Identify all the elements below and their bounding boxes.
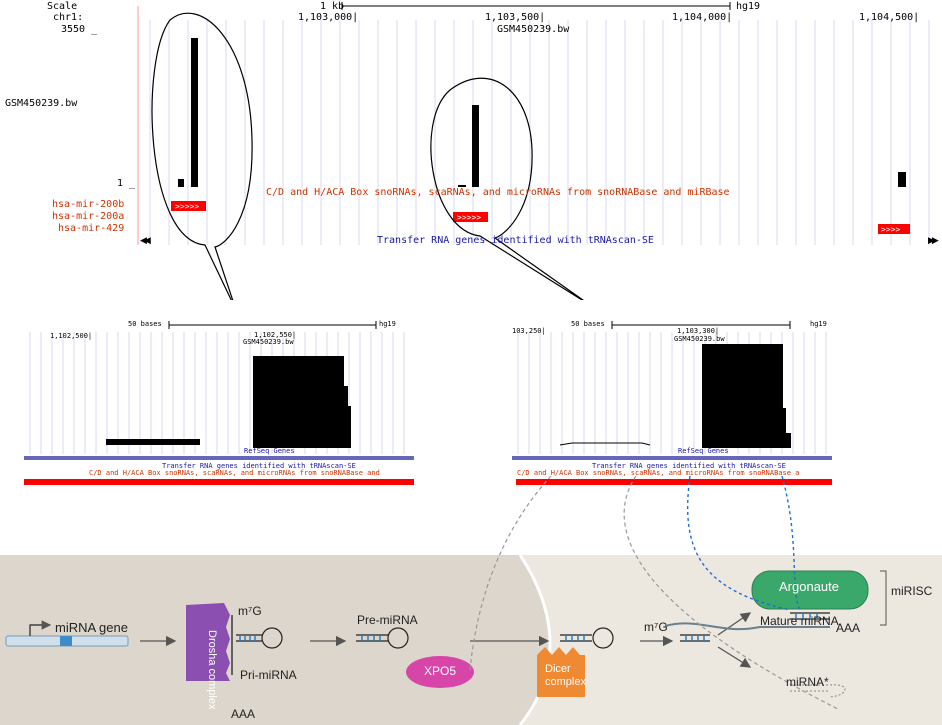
zoom-left-position: 1,102,550| bbox=[254, 331, 297, 339]
gene-glyph-mir-200a bbox=[453, 212, 488, 222]
zoom-left-scalebar: 50 bases bbox=[128, 320, 162, 328]
drosha-complex-label: Drosha complex bbox=[206, 630, 218, 710]
y-axis-max: 3550 _ bbox=[61, 24, 98, 35]
mirna-star-label: miRNA* bbox=[786, 675, 829, 689]
zoom-right-scalebar: 50 bases bbox=[571, 320, 605, 328]
pri-mirna-label: Pri-miRNA bbox=[240, 668, 297, 682]
nucleus-region bbox=[0, 555, 550, 725]
zoom-left-panel bbox=[24, 321, 414, 485]
dicer-complex-label: Dicer complex bbox=[545, 663, 586, 688]
nav-left-icon[interactable]: ◀◀ bbox=[140, 235, 151, 245]
gene-label-mir-200b[interactable]: hsa-mir-200b bbox=[52, 199, 125, 210]
svg-text:>>>>>: >>>>> bbox=[457, 213, 481, 222]
mirna-gene-label: miRNA gene bbox=[55, 620, 128, 635]
mirna-pathway-diagram bbox=[0, 555, 942, 725]
signal-bar bbox=[898, 172, 906, 187]
aaa-label: AAA bbox=[231, 707, 256, 721]
drosha-complex-shape bbox=[186, 603, 230, 681]
argonaute-shape bbox=[751, 570, 869, 610]
zoom-right-gene-desc: C/D and H/ACA Box snoRNAs, scaRNAs, and … bbox=[517, 469, 800, 477]
m7g-label: m⁷G bbox=[238, 604, 262, 618]
zoom-left-position: 1,102,500| bbox=[50, 332, 93, 340]
signal-bar bbox=[191, 38, 198, 187]
argonaute-label: Argonaute bbox=[779, 579, 839, 594]
track-title: GSM450239.bw bbox=[497, 24, 570, 35]
signal-line bbox=[559, 442, 651, 446]
zoom-right-panel bbox=[512, 321, 832, 485]
svg-text:>>>>: >>>> bbox=[881, 225, 900, 234]
zoom-left-gene-desc: C/D and H/ACA Box snoRNAs, scaRNAs, and … bbox=[89, 469, 380, 477]
main-browser-track: >>>>> >>>>> >>>> bbox=[137, 2, 930, 300]
position-label: 1,104,000| bbox=[672, 12, 733, 23]
nav-right-icon[interactable]: ▶▶ bbox=[928, 235, 939, 245]
signal-bar bbox=[458, 185, 466, 187]
xpo5-shape bbox=[406, 656, 474, 688]
position-label: 1,104,500| bbox=[859, 12, 920, 23]
m7g-label-2: m⁷G bbox=[644, 620, 668, 634]
signal-bar bbox=[106, 439, 200, 445]
connector-lines bbox=[469, 475, 841, 711]
gene-label-mir-429[interactable]: hsa-mir-429 bbox=[58, 223, 125, 234]
signal-bar bbox=[472, 105, 479, 187]
main-grid bbox=[149, 20, 930, 245]
mature-mirna-label: Mature miRNA bbox=[760, 614, 839, 628]
chrom-label: chr1: bbox=[53, 12, 84, 23]
trna-track-label: Transfer RNA genes identified with tRNAs… bbox=[377, 235, 654, 246]
callout-left bbox=[151, 12, 253, 300]
aaa-label-2: AAA bbox=[836, 621, 861, 635]
gene-track-description: C/D and H/ACA Box snoRNAs, scaRNAs, and … bbox=[266, 187, 730, 198]
zoom-right-trna-label: Transfer RNA genes identified with tRNAs… bbox=[592, 462, 786, 470]
xpo5-label: XPO5 bbox=[424, 664, 457, 678]
zoom-right-assembly: hg19 bbox=[810, 320, 827, 328]
y-axis-min: 1 _ bbox=[117, 178, 136, 189]
zoom-left-refseq: RefSeq Genes bbox=[244, 447, 295, 455]
gene-label-mir-200a[interactable]: hsa-mir-200a bbox=[52, 211, 125, 222]
zoom-left-trna-label: Transfer RNA genes identified with tRNAs… bbox=[162, 462, 356, 470]
svg-text:>>>>>: >>>>> bbox=[175, 202, 199, 211]
assembly-label: hg19 bbox=[736, 1, 761, 12]
track-name-label: GSM450239.bw bbox=[5, 98, 78, 109]
zoom-right-refseq: RefSeq Genes bbox=[678, 447, 729, 455]
dicer-complex-shape bbox=[537, 647, 585, 697]
signal-block bbox=[253, 356, 351, 448]
signal-bar bbox=[178, 179, 184, 187]
gene-glyph bbox=[24, 479, 414, 485]
zoom-right-track-title: GSM450239.bw bbox=[674, 335, 725, 343]
position-label: 1,103,500| bbox=[485, 12, 546, 23]
scalebar-label: 1 kb bbox=[320, 1, 345, 12]
position-label: 1,103,000| bbox=[298, 12, 359, 23]
signal-block bbox=[702, 344, 791, 448]
zoom-left-track-title: GSM450239.bw bbox=[243, 338, 294, 346]
gene-glyph bbox=[516, 479, 832, 485]
gene-glyph-mir-429 bbox=[878, 224, 910, 234]
zoom-right-position: 103,250| bbox=[512, 327, 546, 335]
mirisc-label: miRISC bbox=[891, 584, 933, 598]
zoom-right-position: 1,103,300| bbox=[677, 327, 720, 335]
callout-right bbox=[430, 77, 584, 300]
scale-label: Scale bbox=[47, 1, 78, 12]
zoom-left-assembly: hg19 bbox=[379, 320, 396, 328]
gene-glyph-mir-200b bbox=[171, 201, 206, 211]
pre-mirna-label: Pre-miRNA bbox=[357, 613, 418, 627]
